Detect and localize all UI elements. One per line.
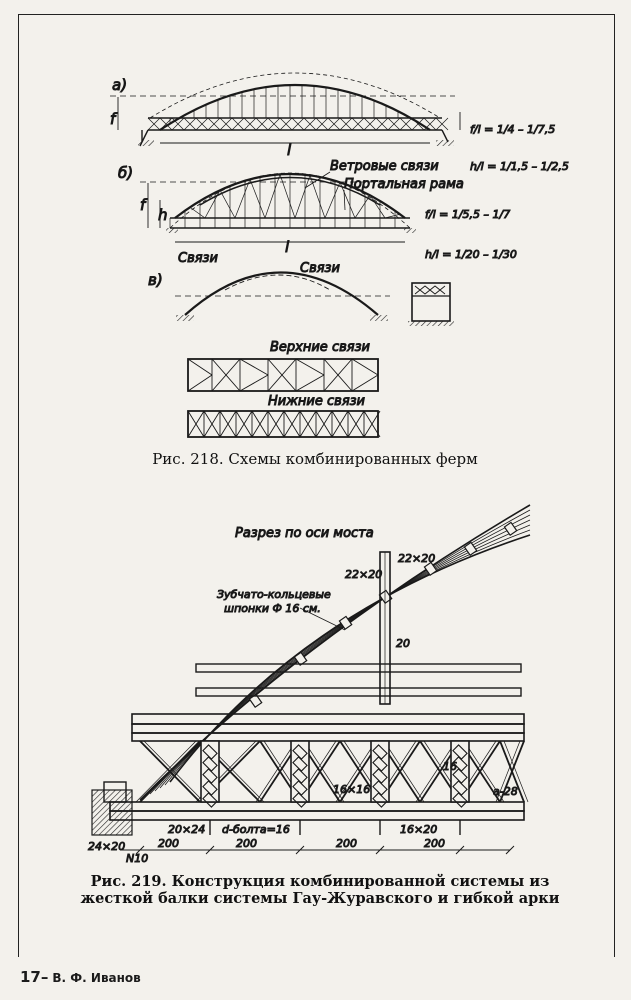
fig219-keys-label-2: шпонки Ф 16 см. — [224, 602, 321, 615]
fig219-span-2: 200 — [236, 837, 257, 850]
author-name: В. Ф. Иванов — [52, 971, 141, 985]
fig219-dim-16x16: 16×16 — [333, 783, 370, 796]
fig218-top-bracing-plan: Верхние связи — [187, 340, 379, 392]
fig218-bracing-v: Связи — [300, 261, 340, 276]
fig218-ratio-a: f/l = 1/4 – 1/7,5 — [470, 123, 555, 136]
fig219-dim-a28: a-28 — [493, 785, 518, 798]
fig219-keys-label-1: Зубчато-кольцевые — [217, 588, 331, 601]
fig218-dim-l-a: l — [287, 141, 292, 159]
fig219-span-1: 200 — [158, 837, 179, 850]
fig218-portal-frame: Портальная рама — [344, 177, 464, 192]
fig218-wind-bracing: Ветровые связи — [330, 159, 439, 174]
page-number: 17– — [20, 968, 49, 986]
fig219-dim-bolt: d-болта=16 — [222, 823, 290, 836]
fig218-top-bracing-label: Верхние связи — [270, 340, 370, 355]
fig219-dim-20: 20 — [396, 637, 410, 650]
fig218-label-b: б) — [118, 164, 133, 182]
fig219-dim-22x20-b: 22×20 — [398, 552, 435, 565]
fig219-dim-22x20-a: 22×20 — [345, 568, 382, 581]
fig219-dim-24x20: 24×20 — [88, 840, 125, 853]
fig219-dim-16x20: 16×20 — [400, 823, 437, 836]
fig218-bottom-bracing-plan: Нижние связи — [187, 394, 381, 438]
fig218-label-v: в) — [148, 271, 163, 289]
fig218-ratio-b-hl2: h/l = 1/20 – 1/30 — [425, 248, 517, 261]
fig219-caption-line2: жесткой балки системы Гау-Журавского и г… — [80, 890, 560, 907]
fig218-scheme-v: в) Связи — [148, 261, 454, 326]
fig218-ratio-b-fl: f/l = 1/5,5 – 1/7 — [425, 208, 510, 221]
fig219-caption-line1: Рис. 219. Конструкция комбинированной си… — [90, 873, 550, 890]
fig219-section-title: Разрез по оси моста — [235, 526, 374, 541]
fig218-scheme-b: б) f h l Ветровые связи Портальная рама … — [118, 159, 570, 267]
page-frame — [18, 14, 615, 957]
fig218-scheme-a: а) f l f/l = 1/4 – 1/7,5 — [110, 72, 556, 160]
fig218-dim-h-b: h — [158, 206, 168, 224]
fig218-dim-f-a: f — [110, 110, 118, 128]
fig219-dim-n10: N10 — [126, 852, 148, 865]
fig219-dim-20x24: 20×24 — [168, 823, 205, 836]
page-footer: 17–В. Ф. Иванов — [20, 968, 141, 986]
fig218-bottom-bracing-label: Нижние связи — [268, 394, 365, 409]
fig218-dim-l-b: l — [285, 238, 290, 256]
fig219-construction: Разрез по оси моста 200 200 200 200 Зубч… — [88, 504, 531, 866]
fig219-dim-16: 16 — [443, 760, 457, 773]
fig219-span-3: 200 — [336, 837, 357, 850]
fig218-label-a: а) — [112, 76, 127, 94]
fig219-span-4: 200 — [424, 837, 445, 850]
fig218-caption: Рис. 218. Схемы комбинированных ферм — [152, 450, 478, 468]
fig218-bracing: Связи — [178, 251, 218, 266]
fig218-dim-f-b: f — [140, 196, 148, 214]
fig218-ratio-b-hl: h/l = 1/1,5 – 1/2,5 — [470, 160, 569, 173]
